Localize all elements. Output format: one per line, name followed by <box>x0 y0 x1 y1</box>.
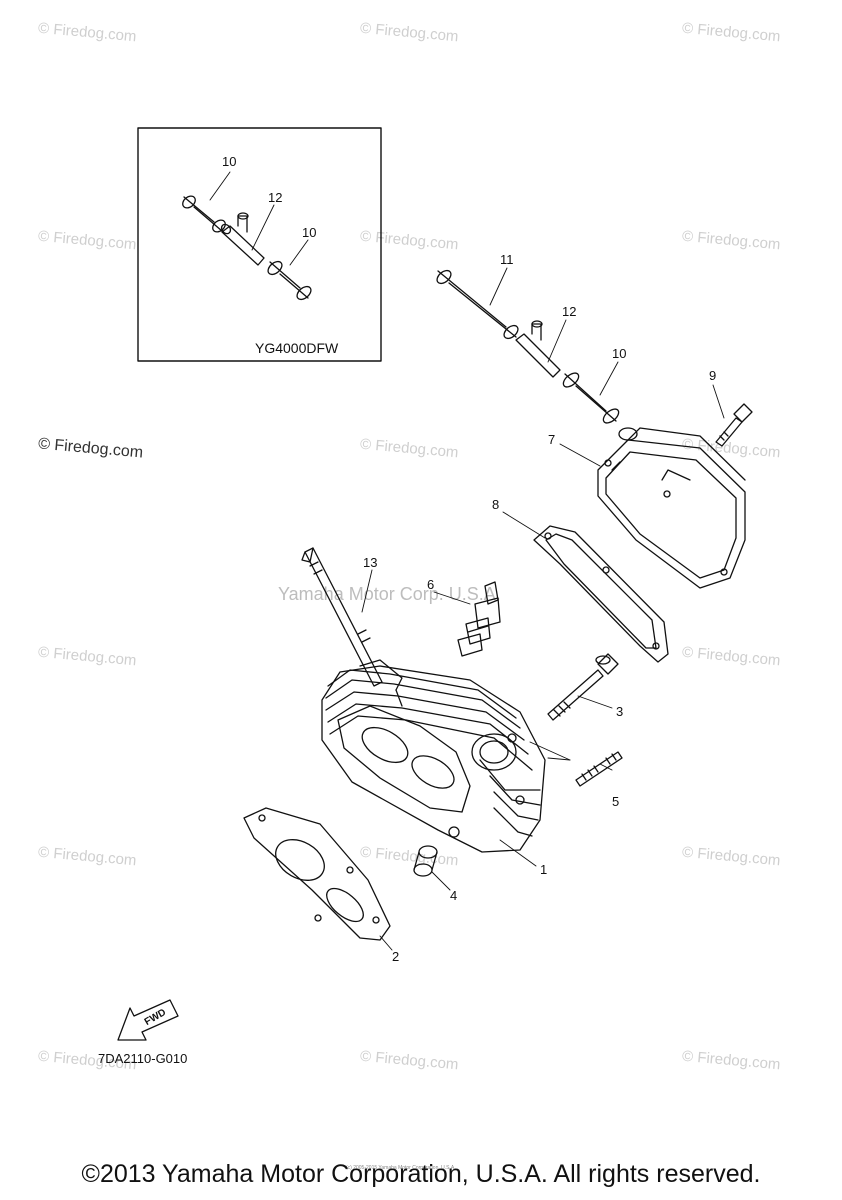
breather-hose-10 <box>562 372 620 424</box>
fwd-arrow <box>117 999 179 1041</box>
inset-hose-upper <box>182 195 226 233</box>
head-cover-7 <box>597 427 746 589</box>
callout-3: 3 <box>616 704 624 719</box>
stud-13 <box>301 547 383 687</box>
tiny-copyright: (c) 2005-2015 Yamaha Motor Corporation, … <box>346 1165 456 1171</box>
leader-lines <box>209 171 725 951</box>
cylinder-head-1 <box>321 659 546 853</box>
callout-5: 5 <box>612 794 620 809</box>
stud-5 <box>575 751 623 787</box>
callout-9: 9 <box>709 368 717 383</box>
callout-13: 13 <box>363 555 378 570</box>
head-cover-gasket-8 <box>533 525 669 663</box>
callout-8: 8 <box>492 497 500 512</box>
bolt-3 <box>547 653 619 721</box>
spark-plug-6 <box>457 581 501 657</box>
inset-box <box>137 127 382 362</box>
callout-12-inset: 12 <box>268 190 283 205</box>
callout-11: 11 <box>500 252 514 267</box>
diagram-code: 7DA2110-G010 <box>98 1051 188 1066</box>
bolt-9 <box>715 403 753 447</box>
callout-7: 7 <box>548 432 556 447</box>
inset-hose-lower <box>267 260 312 301</box>
callout-6: 6 <box>427 577 435 592</box>
inset-model-label: YG4000DFW <box>255 340 339 356</box>
callout-10-inset-upper: 10 <box>222 154 237 169</box>
cylinder-head-gasket-2 <box>243 807 391 941</box>
callout-2: 2 <box>392 949 400 964</box>
copyright-footer: ©2013 Yamaha Motor Corporation, U.S.A. A… <box>81 1160 761 1188</box>
callout-1: 1 <box>540 862 548 877</box>
dowel-pin-4 <box>413 845 438 877</box>
callout-12: 12 <box>562 304 577 319</box>
breather-hose-11 <box>436 269 519 340</box>
tee-joint-12 <box>515 320 561 378</box>
callout-10-inset-lower: 10 <box>302 225 317 240</box>
callout-10: 10 <box>612 346 627 361</box>
callout-4: 4 <box>450 888 458 903</box>
inset-tee-joint <box>220 212 265 266</box>
